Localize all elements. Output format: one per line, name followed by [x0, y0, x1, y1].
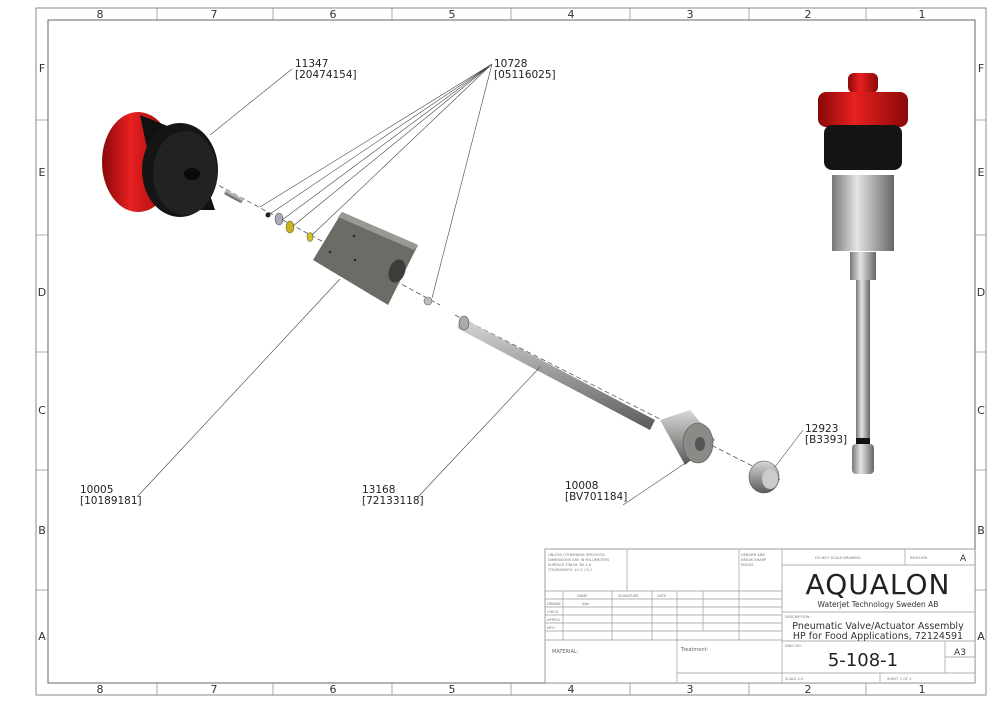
svg-text:A: A: [960, 554, 967, 564]
svg-text:C: C: [38, 404, 46, 417]
leader-lines: [136, 63, 804, 506]
row-labels-right: F E D C B A: [977, 62, 985, 643]
svg-text:NAME: NAME: [577, 594, 588, 598]
svg-text:D: D: [38, 286, 46, 299]
svg-text:REVISION: REVISION: [910, 556, 927, 560]
svg-text:[10189181]: [10189181]: [80, 495, 142, 507]
svg-text:HP for Food Applications, 7212: HP for Food Applications, 72124591: [793, 631, 963, 642]
svg-text:11347: 11347: [295, 58, 328, 70]
svg-text:SCALE:1:5: SCALE:1:5: [785, 677, 804, 681]
svg-text:3: 3: [687, 683, 694, 696]
gland-nut-part: [660, 410, 715, 465]
svg-text:C: C: [977, 404, 985, 417]
svg-text:10005: 10005: [80, 484, 113, 496]
svg-text:8: 8: [97, 8, 104, 21]
valve-block-part: [313, 212, 418, 305]
balloon-11347: 11347[20474154]: [295, 58, 357, 81]
svg-text:F: F: [39, 62, 45, 75]
svg-text:F: F: [978, 62, 984, 75]
row-labels-left: F E D C B A: [38, 62, 46, 643]
svg-text:Treatment:: Treatment:: [680, 647, 708, 653]
svg-text:A: A: [38, 630, 46, 643]
svg-text:UNLESS OTHERWISE SPECIFIED:: UNLESS OTHERWISE SPECIFIED:: [548, 553, 606, 557]
svg-text:DEBURR AND: DEBURR AND: [741, 553, 765, 557]
svg-text:SHEET 1 OF 1: SHEET 1 OF 1: [887, 677, 912, 681]
svg-text:12923: 12923: [805, 423, 838, 435]
svg-text:6: 6: [330, 8, 337, 21]
svg-text:5-108-1: 5-108-1: [828, 650, 898, 671]
svg-text:AHn: AHn: [582, 602, 589, 606]
column-labels-top: 8 7 6 5 4 3 2 1: [97, 8, 926, 21]
collar-part: [748, 460, 780, 494]
svg-text:[B3393]: [B3393]: [805, 434, 847, 446]
svg-text:1: 1: [919, 8, 926, 21]
svg-text:DO NOT SCALE DRAWING: DO NOT SCALE DRAWING: [815, 556, 861, 560]
svg-text:D: D: [977, 286, 985, 299]
svg-text:B: B: [977, 524, 985, 537]
seal-kit-parts: [224, 190, 433, 306]
svg-text:8: 8: [97, 683, 104, 696]
svg-text:DWG NO.: DWG NO.: [785, 644, 802, 648]
svg-text:3: 3: [687, 8, 694, 21]
svg-text:6: 6: [330, 683, 337, 696]
svg-text:[BV701184]: [BV701184]: [565, 491, 627, 503]
svg-text:2: 2: [805, 8, 812, 21]
svg-text:5: 5: [449, 683, 456, 696]
svg-text:E: E: [39, 166, 46, 179]
svg-text:TOLERANCES: ±0,1 / 0,1: TOLERANCES: ±0,1 / 0,1: [547, 568, 592, 572]
svg-text:[05116025]: [05116025]: [494, 69, 556, 81]
svg-text:MFG: MFG: [547, 626, 555, 630]
svg-text:1: 1: [919, 683, 926, 696]
svg-text:DESCRIPTION:: DESCRIPTION:: [785, 615, 811, 619]
svg-text:[72133118]: [72133118]: [362, 495, 424, 507]
svg-text:7: 7: [211, 8, 218, 21]
svg-text:BREAK SHARP: BREAK SHARP: [741, 558, 767, 562]
column-labels-bottom: 8 7 6 5 4 3 2 1: [97, 683, 926, 696]
svg-text:DATE: DATE: [657, 594, 667, 598]
balloon-10005: 10005[10189181]: [80, 484, 142, 507]
hp-tube-part: [457, 315, 655, 430]
svg-text:A: A: [977, 630, 985, 643]
svg-text:DIMENSIONS ARE IN MILLIMETERS: DIMENSIONS ARE IN MILLIMETERS: [548, 558, 610, 562]
svg-text:APPV'D: APPV'D: [547, 618, 560, 622]
svg-text:Waterjet Technology Sweden AB: Waterjet Technology Sweden AB: [818, 600, 939, 609]
balloon-13168: 13168[72133118]: [362, 484, 424, 507]
svg-text:4: 4: [568, 8, 575, 21]
svg-text:5: 5: [449, 8, 456, 21]
svg-text:7: 7: [211, 683, 218, 696]
svg-text:B: B: [38, 524, 46, 537]
svg-text:10728: 10728: [494, 58, 527, 70]
balloon-12923: 12923[B3393]: [805, 423, 847, 446]
svg-text:MATERIAL:: MATERIAL:: [552, 649, 579, 655]
svg-text:2: 2: [805, 683, 812, 696]
svg-text:SIGNATURE: SIGNATURE: [618, 594, 639, 598]
svg-text:13168: 13168: [362, 484, 395, 496]
svg-text:10008: 10008: [565, 480, 598, 492]
svg-text:CHK'D: CHK'D: [547, 610, 559, 614]
balloon-10728: 10728[05116025]: [494, 58, 556, 81]
company-logo: AQUALON: [806, 568, 951, 601]
svg-text:SURFACE FINISH: RA 1,6: SURFACE FINISH: RA 1,6: [548, 563, 592, 567]
assembled-view: [818, 73, 908, 474]
svg-text:E: E: [978, 166, 985, 179]
explode-axis: [204, 177, 781, 481]
balloon-10008: 10008[BV701184]: [565, 480, 627, 503]
title-block: UNLESS OTHERWISE SPECIFIED: DIMENSIONS A…: [544, 548, 976, 684]
svg-text:4: 4: [568, 683, 575, 696]
actuator-cap-part: [102, 112, 218, 217]
svg-text:A3: A3: [954, 648, 966, 658]
svg-text:DRAWN: DRAWN: [547, 602, 561, 606]
svg-text:EDGES: EDGES: [741, 563, 754, 567]
svg-text:[20474154]: [20474154]: [295, 69, 357, 81]
svg-text:Pneumatic Valve/Actuator Assem: Pneumatic Valve/Actuator Assembly: [792, 621, 964, 632]
inner-border: [47, 19, 976, 684]
